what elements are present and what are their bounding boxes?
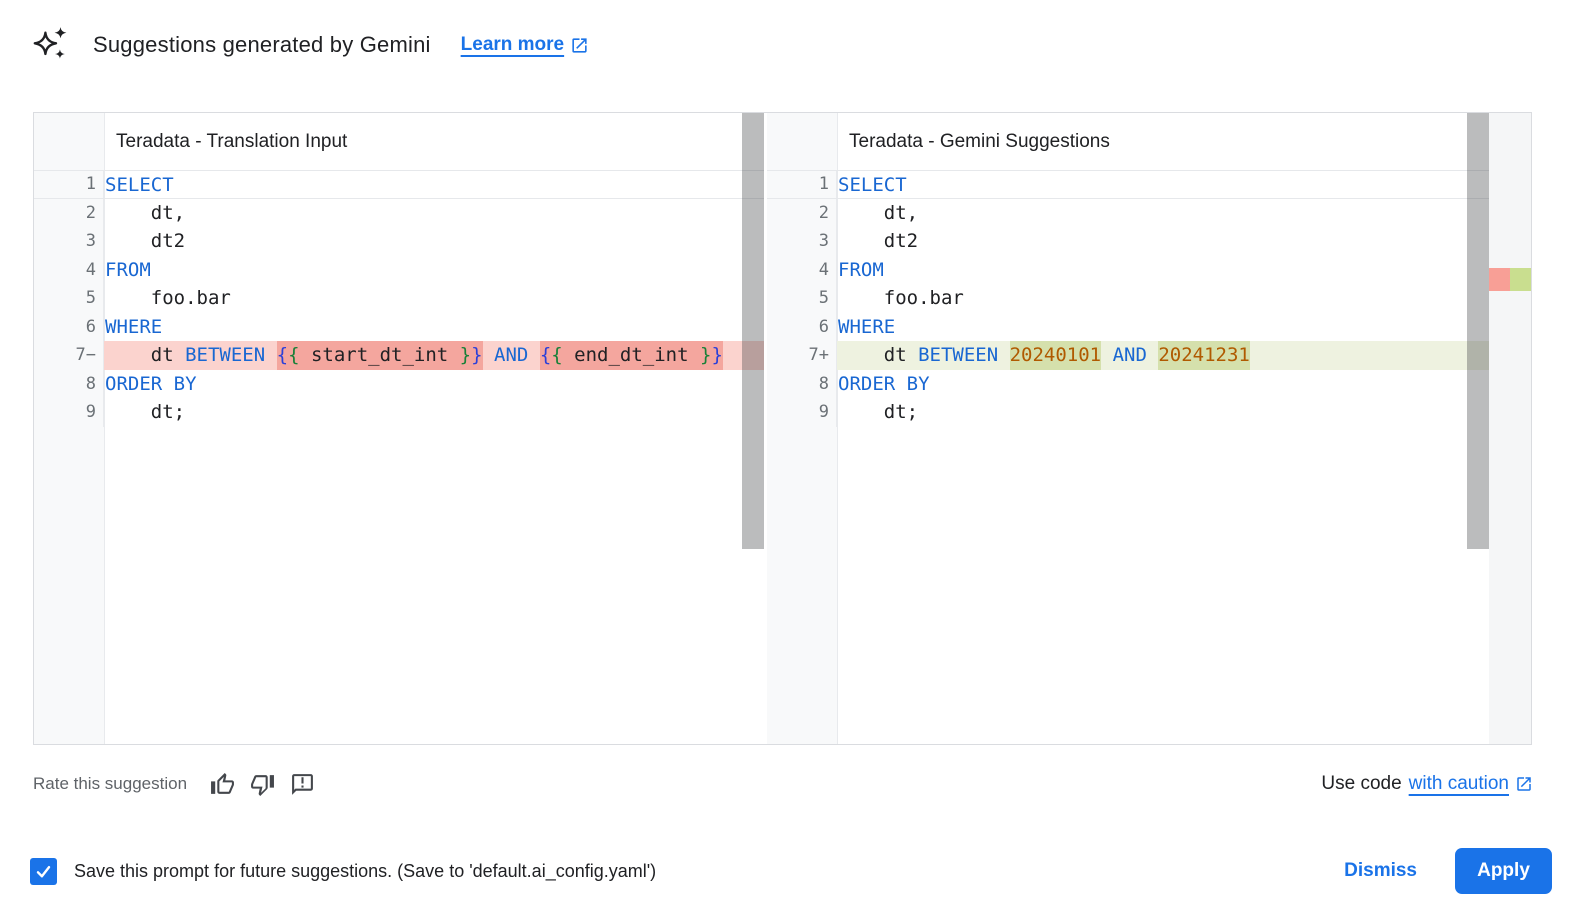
code-text: SELECT: [105, 174, 174, 196]
code-text: dt2: [105, 230, 186, 252]
suggestions-header: Suggestions generated by Gemini Learn mo…: [33, 26, 589, 64]
feedback-row: Rate this suggestion Use code with cauti…: [33, 766, 1533, 802]
line-number: 3: [34, 227, 104, 256]
line-number: 8: [767, 369, 837, 398]
diff-overview-ruler: [1489, 113, 1531, 744]
code-text: dt2: [838, 230, 919, 252]
thumbs-up-icon: [211, 772, 235, 794]
learn-more-link[interactable]: Learn more: [461, 34, 589, 56]
code-text: ORDER BY: [105, 372, 197, 395]
code-line[interactable]: 5 foo.bar: [767, 284, 1489, 313]
code-text: foo.bar: [105, 287, 231, 309]
editor-title: Teradata - Gemini Suggestions: [849, 130, 1110, 152]
line-number: 8: [34, 369, 104, 398]
editor-title: Teradata - Translation Input: [116, 130, 348, 152]
gemini-sparkle-icon: [33, 27, 67, 59]
line-number: 4: [34, 255, 104, 284]
code-line[interactable]: 9 dt;: [34, 398, 764, 427]
with-caution-link[interactable]: with caution: [1408, 773, 1509, 794]
thumbs-up-button[interactable]: [209, 771, 236, 798]
line-number: 3: [767, 227, 837, 256]
code-text: WHERE: [105, 315, 163, 338]
page-title: Suggestions generated by Gemini: [93, 32, 431, 57]
code-line[interactable]: 2 dt,: [34, 198, 764, 227]
line-number: 4: [767, 255, 837, 284]
code-text: FROM: [838, 258, 884, 281]
vertical-scrollbar[interactable]: [742, 113, 764, 549]
addition-marker[interactable]: [1510, 268, 1531, 291]
line-number: 9: [767, 398, 837, 427]
line-number: 2: [34, 198, 104, 227]
line-number: 7−: [34, 341, 104, 370]
editor-header: Teradata - Gemini Suggestions: [767, 113, 1531, 170]
editor-header: Teradata - Translation Input: [34, 113, 764, 170]
code-text: dt;: [105, 401, 186, 423]
code-text: dt;: [838, 401, 919, 423]
line-number: 5: [767, 284, 837, 313]
code-text: SELECT: [838, 174, 907, 196]
code-line[interactable]: 2 dt,: [767, 198, 1489, 227]
line-number: 6: [34, 312, 104, 341]
code-text: dt,: [105, 201, 186, 224]
dismiss-button[interactable]: Dismiss: [1326, 850, 1435, 892]
line-number: 1: [34, 171, 104, 198]
code-line[interactable]: 3 dt2: [767, 227, 1489, 256]
save-prompt-label: Save this prompt for future suggestions.…: [74, 860, 657, 881]
report-feedback-button[interactable]: [289, 771, 316, 798]
external-link-icon: [572, 37, 587, 53]
feedback-icon: [292, 773, 313, 795]
checkmark-icon: [36, 865, 51, 877]
save-prompt-checkbox[interactable]: [30, 857, 57, 885]
code-text: dt BETWEEN 20240101 AND 20241231: [837, 341, 1489, 370]
rate-label: Rate this suggestion: [33, 774, 188, 793]
code-line[interactable]: 5 foo.bar: [34, 284, 764, 313]
code-text: WHERE: [838, 315, 896, 338]
vertical-scrollbar[interactable]: [1467, 113, 1489, 549]
line-number: 5: [34, 284, 104, 313]
line-number: 6: [767, 312, 837, 341]
line-number: 9: [34, 398, 104, 427]
action-bar: Save this prompt for future suggestions.…: [30, 848, 1563, 894]
code-line[interactable]: 9 dt;: [767, 398, 1489, 427]
thumbs-down-icon: [251, 774, 275, 796]
code-text: foo.bar: [838, 287, 964, 309]
external-link-icon: [1517, 777, 1531, 791]
code-text: dt,: [838, 201, 919, 224]
code-text: FROM: [105, 258, 151, 281]
code-text: dt BETWEEN {{ start_dt_int }} AND {{ end…: [104, 341, 764, 370]
code-text: ORDER BY: [838, 372, 930, 395]
deletion-marker[interactable]: [1489, 268, 1510, 291]
code-line[interactable]: 3 dt2: [34, 227, 764, 256]
line-number: 2: [767, 198, 837, 227]
line-number: 7+: [767, 341, 837, 370]
use-code-prefix: Use code: [1321, 773, 1402, 794]
code-line[interactable]: 7+ dt BETWEEN 20240101 AND 20241231: [767, 341, 1489, 370]
use-code-caution: Use code with caution: [1321, 773, 1533, 795]
code-line[interactable]: 7− dt BETWEEN {{ start_dt_int }} AND {{ …: [34, 341, 764, 370]
apply-button[interactable]: Apply: [1455, 848, 1552, 894]
thumbs-down-button[interactable]: [249, 771, 276, 798]
line-number: 1: [767, 171, 837, 198]
